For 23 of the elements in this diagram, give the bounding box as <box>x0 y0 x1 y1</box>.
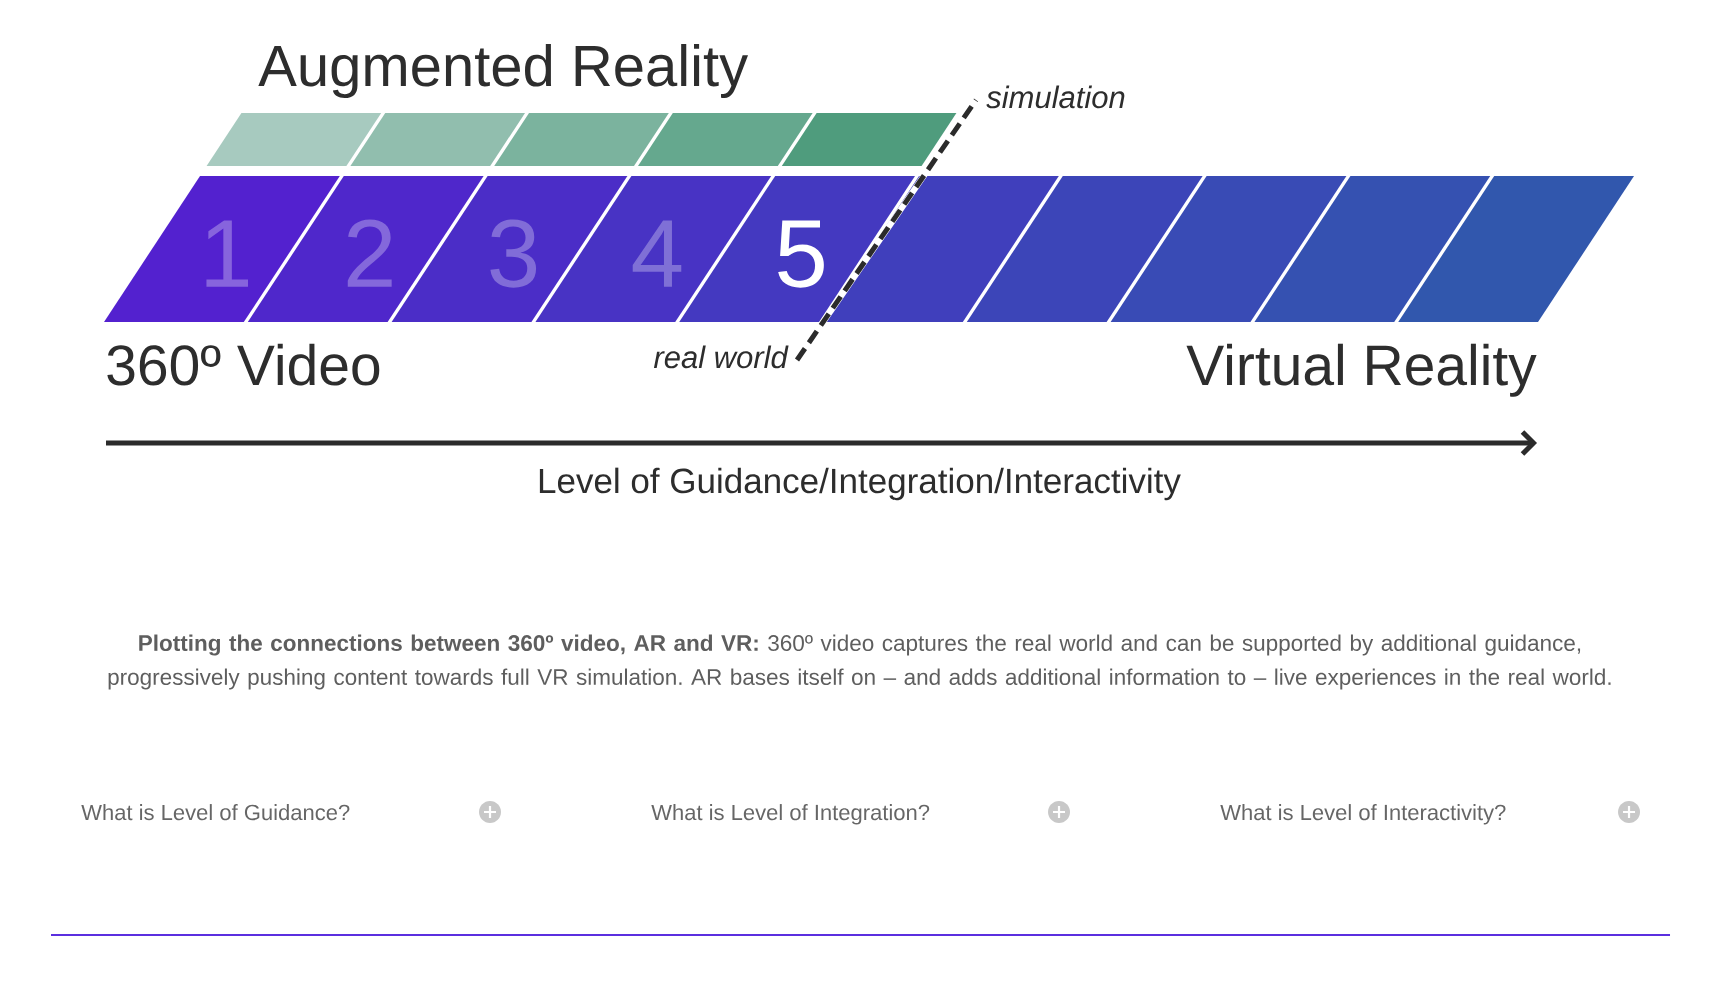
tile: 1 <box>104 176 340 322</box>
tile <box>206 113 382 166</box>
caption: Plotting the connections between 360º video, AR and VR: 360º video captures the real world and can be supported by additional guidance, progressively pushing content towards full VR simulation. AR bases itself on – and adds additional information to – live experiences in the real world. <box>108 634 1611 690</box>
tile: 4 <box>535 176 772 322</box>
tile <box>494 113 669 166</box>
question-label: What is Level of Integration? <box>651 804 930 825</box>
tile: 3 <box>391 176 628 322</box>
tile: 2 <box>247 176 484 322</box>
boundary-label: real world <box>653 345 789 369</box>
tile <box>781 113 957 166</box>
scale-end-label: Virtual Reality <box>1186 343 1537 397</box>
question-label: What is Level of Interactivity? <box>1220 804 1506 825</box>
tile <box>638 113 813 166</box>
tile <box>350 113 526 166</box>
tile <box>1254 176 1491 322</box>
boundary-label: simulation <box>986 85 1125 109</box>
tile <box>1398 176 1634 322</box>
heading: Augmented Reality <box>258 43 748 99</box>
question-label: What is Level of Guidance? <box>81 804 350 821</box>
tile <box>1110 176 1347 322</box>
axis-label: Level of Guidance/Integration/Interactivity <box>539 467 1181 501</box>
scale-end-label: 360º Video <box>107 343 380 386</box>
tile <box>966 176 1203 322</box>
